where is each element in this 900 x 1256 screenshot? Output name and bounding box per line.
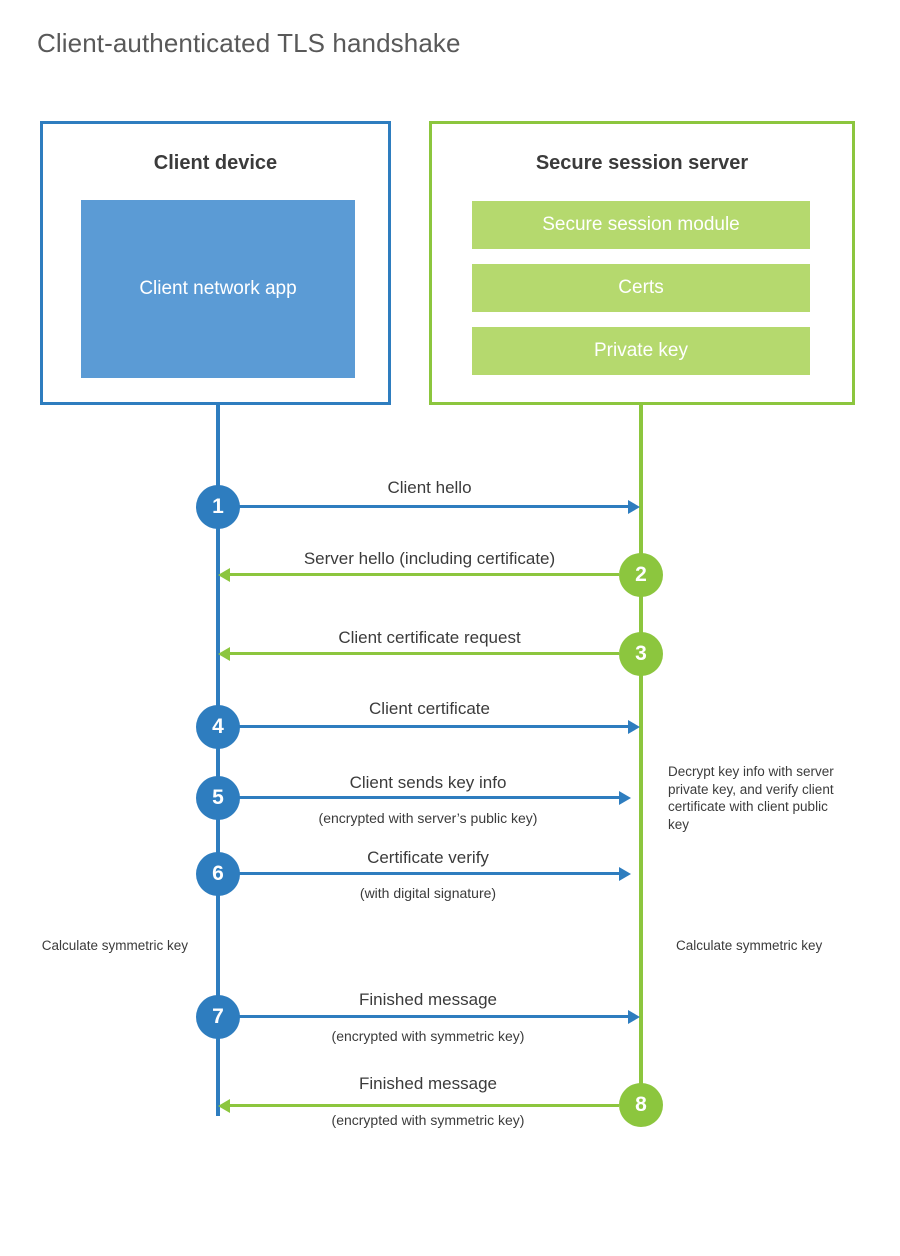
step-6-marker[interactable]: 6 <box>196 852 240 896</box>
step-1-arrow <box>230 499 640 514</box>
step-4-label: Client certificate <box>369 699 490 718</box>
step-8-marker[interactable]: 8 <box>619 1083 663 1127</box>
server-block-certs: Certs <box>472 264 810 312</box>
step-3-arrow <box>218 646 619 661</box>
step-3-label: Client certificate request <box>338 628 521 647</box>
secure-session-server-title: Secure session server <box>535 152 749 174</box>
server-lifeline <box>639 404 643 1106</box>
arrowhead-right-icon <box>628 719 640 734</box>
arrowhead-right-icon <box>628 1009 640 1024</box>
step-8-sublabel: (encrypted with symmetric key) <box>331 1112 525 1128</box>
step-5-marker[interactable]: 5 <box>196 776 240 820</box>
arrowhead-left-icon <box>218 1098 230 1113</box>
step-5-label: Client sends key info <box>349 773 507 792</box>
step-5-sublabel: (encrypted with server’s public key) <box>318 810 538 826</box>
step-7-arrow <box>230 1009 640 1024</box>
arrowhead-right-icon <box>628 499 640 514</box>
client-device-box: Client device Client network app <box>40 121 391 405</box>
server-block-secure-session-module: Secure session module <box>472 201 810 249</box>
client-calculate-symmetric-key-note: Calculate symmetric key <box>41 938 188 953</box>
step-4-marker[interactable]: 4 <box>196 705 240 749</box>
step-2-label: Server hello (including certificate) <box>303 549 556 568</box>
arrowhead-right-icon <box>619 866 631 881</box>
step-4-arrow <box>230 719 640 734</box>
secure-session-server-box: Secure session server Secure session mod… <box>429 121 855 405</box>
step-3-marker[interactable]: 3 <box>619 632 663 676</box>
server-block-private-key: Private key <box>472 327 810 375</box>
step-8-label: Finished message <box>359 1074 497 1093</box>
step-5-arrow <box>230 790 631 805</box>
step-7-sublabel: (encrypted with symmetric key) <box>331 1028 525 1044</box>
step-6-arrow <box>230 866 631 881</box>
step-1-marker[interactable]: 1 <box>196 485 240 529</box>
server-processing-note: Decrypt key info with server private key… <box>668 764 834 832</box>
arrowhead-left-icon <box>218 646 230 661</box>
step-8-arrow <box>218 1098 619 1113</box>
step-6-label: Certificate verify <box>367 848 489 867</box>
arrowhead-right-icon <box>619 790 631 805</box>
step-6-sublabel: (with digital signature) <box>359 885 497 901</box>
server-calculate-symmetric-key-note: Calculate symmetric key <box>676 938 823 953</box>
client-device-title: Client device <box>153 152 278 174</box>
step-7-label: Finished message <box>359 990 497 1009</box>
client-network-app-block: Client network app <box>81 200 355 378</box>
client-lifeline <box>216 404 220 1116</box>
step-2-marker[interactable]: 2 <box>619 553 663 597</box>
step-2-arrow <box>218 567 619 582</box>
arrowhead-left-icon <box>218 567 230 582</box>
page-title: Client-authenticated TLS handshake <box>37 28 461 58</box>
step-1-label: Client hello <box>387 478 472 497</box>
step-7-marker[interactable]: 7 <box>196 995 240 1039</box>
